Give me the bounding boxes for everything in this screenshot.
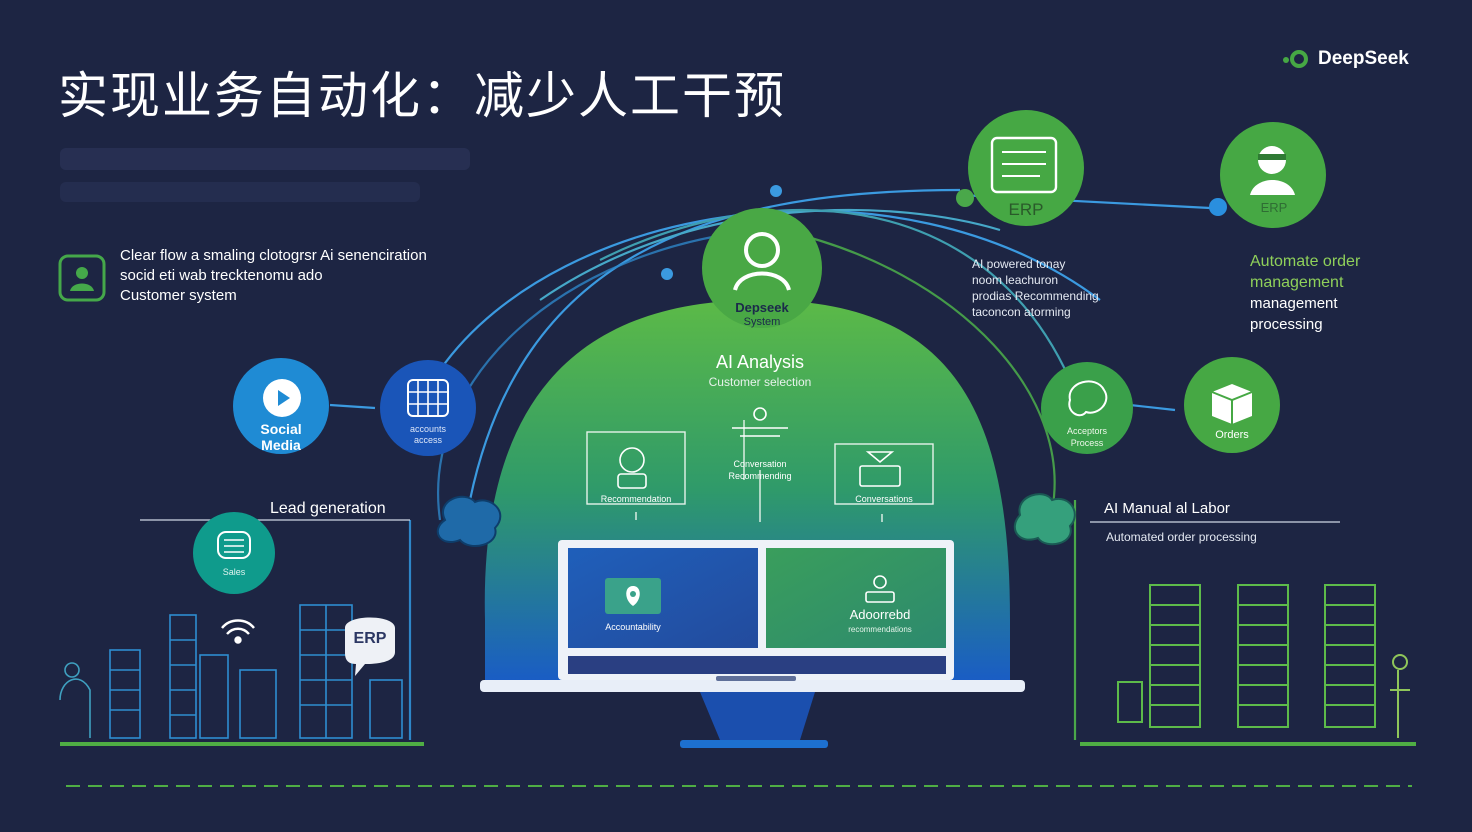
screen-right-title: Adoorrebd bbox=[849, 607, 911, 622]
mid-label-line: Conversation bbox=[733, 459, 787, 469]
ground-line-right bbox=[1080, 742, 1416, 746]
erp-top-label-2: ERP bbox=[1260, 200, 1288, 215]
social-label-line: Social bbox=[260, 421, 302, 437]
acceptors-line: Process bbox=[1070, 438, 1104, 448]
social-media-node bbox=[233, 358, 329, 454]
sales-node-label: Sales bbox=[222, 567, 246, 577]
acceptors-node bbox=[1041, 362, 1133, 454]
social-label-line: Media bbox=[261, 437, 301, 453]
lead-generation-label: Lead generation bbox=[270, 500, 386, 517]
acceptors-line: Acceptors bbox=[1066, 426, 1108, 436]
blurred-subtitle bbox=[60, 148, 470, 202]
erp-node-1 bbox=[968, 110, 1084, 226]
person-small-icon bbox=[865, 575, 895, 603]
server-racks bbox=[1117, 584, 1410, 738]
connector-dot bbox=[770, 185, 782, 197]
robot-icon bbox=[617, 407, 901, 489]
erp-node-2 bbox=[1220, 122, 1326, 228]
grid-node-label: accounts access bbox=[388, 424, 468, 446]
acceptors-label: Acceptors Process bbox=[1047, 425, 1127, 449]
ai-line: AI powered tonay bbox=[972, 257, 1066, 271]
dome-boxes bbox=[586, 420, 934, 522]
left-line: socid eti wab trecktenomu ado bbox=[120, 267, 323, 284]
monitor bbox=[480, 540, 1025, 748]
brand-mark-icon bbox=[1283, 50, 1308, 68]
automate-line: management bbox=[1250, 274, 1344, 291]
orders-node bbox=[1184, 357, 1280, 453]
erp-bubble bbox=[345, 617, 395, 676]
order-processing-label: Automated order processing bbox=[1106, 530, 1257, 544]
manual-labor-label: AI Manual al Labor bbox=[1104, 500, 1230, 517]
person-icon bbox=[58, 254, 106, 302]
grid-label-line: accounts bbox=[409, 424, 447, 434]
erp-top-label-1: ERP bbox=[1008, 200, 1044, 219]
box-right-label: Conversations bbox=[855, 494, 913, 504]
automate-line: management bbox=[1250, 295, 1338, 312]
grid-label-line: access bbox=[413, 435, 442, 445]
ai-analysis-sub: Customer selection bbox=[708, 375, 812, 389]
screen-left-label: Accountability bbox=[605, 622, 661, 632]
system-label-line: System bbox=[743, 316, 781, 328]
erp-bubble-label: ERP bbox=[353, 630, 387, 647]
ground-line-left bbox=[60, 742, 424, 746]
brand-name: DeepSeek bbox=[1318, 48, 1409, 69]
left-line: Clear flow a smaling clotogrsr Ai senenc… bbox=[120, 247, 427, 264]
system-node bbox=[702, 208, 822, 328]
connector-dot bbox=[956, 189, 974, 207]
automate-line: Automate order bbox=[1250, 253, 1361, 270]
automate-line: processing bbox=[1250, 316, 1323, 333]
cloud-icon bbox=[436, 495, 502, 547]
box-left-label: Recommendation bbox=[600, 494, 672, 504]
city-skyline bbox=[59, 604, 403, 739]
sales-node bbox=[193, 512, 275, 594]
screen-right-sub: recommendations bbox=[848, 625, 912, 634]
location-pin-icon bbox=[605, 578, 661, 614]
social-media-label: Social Media bbox=[236, 421, 326, 453]
cloud-icon bbox=[1013, 493, 1076, 546]
ai-line: prodias Recommending bbox=[972, 289, 1099, 303]
page-title: 实现业务自动化：减少人工干预 bbox=[58, 67, 786, 125]
wifi-icon bbox=[221, 619, 255, 644]
system-node-label: Depseek System bbox=[712, 300, 812, 330]
ai-powered-text: AI powered tonay noom leachuron prodias … bbox=[972, 256, 1099, 320]
connector-dot bbox=[661, 268, 673, 280]
left-description: Clear flow a smaling clotogrsr Ai senenc… bbox=[120, 246, 427, 306]
left-line: Customer system bbox=[120, 287, 237, 304]
orders-label: Orders bbox=[1215, 429, 1249, 441]
grid-node bbox=[380, 360, 476, 456]
connection-arcs bbox=[140, 188, 1340, 740]
mid-label-line: Recommending bbox=[728, 471, 792, 481]
brand-logo: DeepSeek bbox=[1282, 48, 1409, 70]
ai-analysis-title: AI Analysis bbox=[715, 352, 805, 372]
ai-line: noom leachuron bbox=[972, 273, 1059, 287]
system-label-line: Depseek bbox=[735, 300, 789, 315]
connector-dot bbox=[1209, 198, 1227, 216]
mid-labels: Conversation Recommending bbox=[700, 458, 820, 482]
automate-order-text: Automate order management management pro… bbox=[1250, 251, 1360, 335]
ai-line: taconcon atorming bbox=[972, 305, 1071, 319]
